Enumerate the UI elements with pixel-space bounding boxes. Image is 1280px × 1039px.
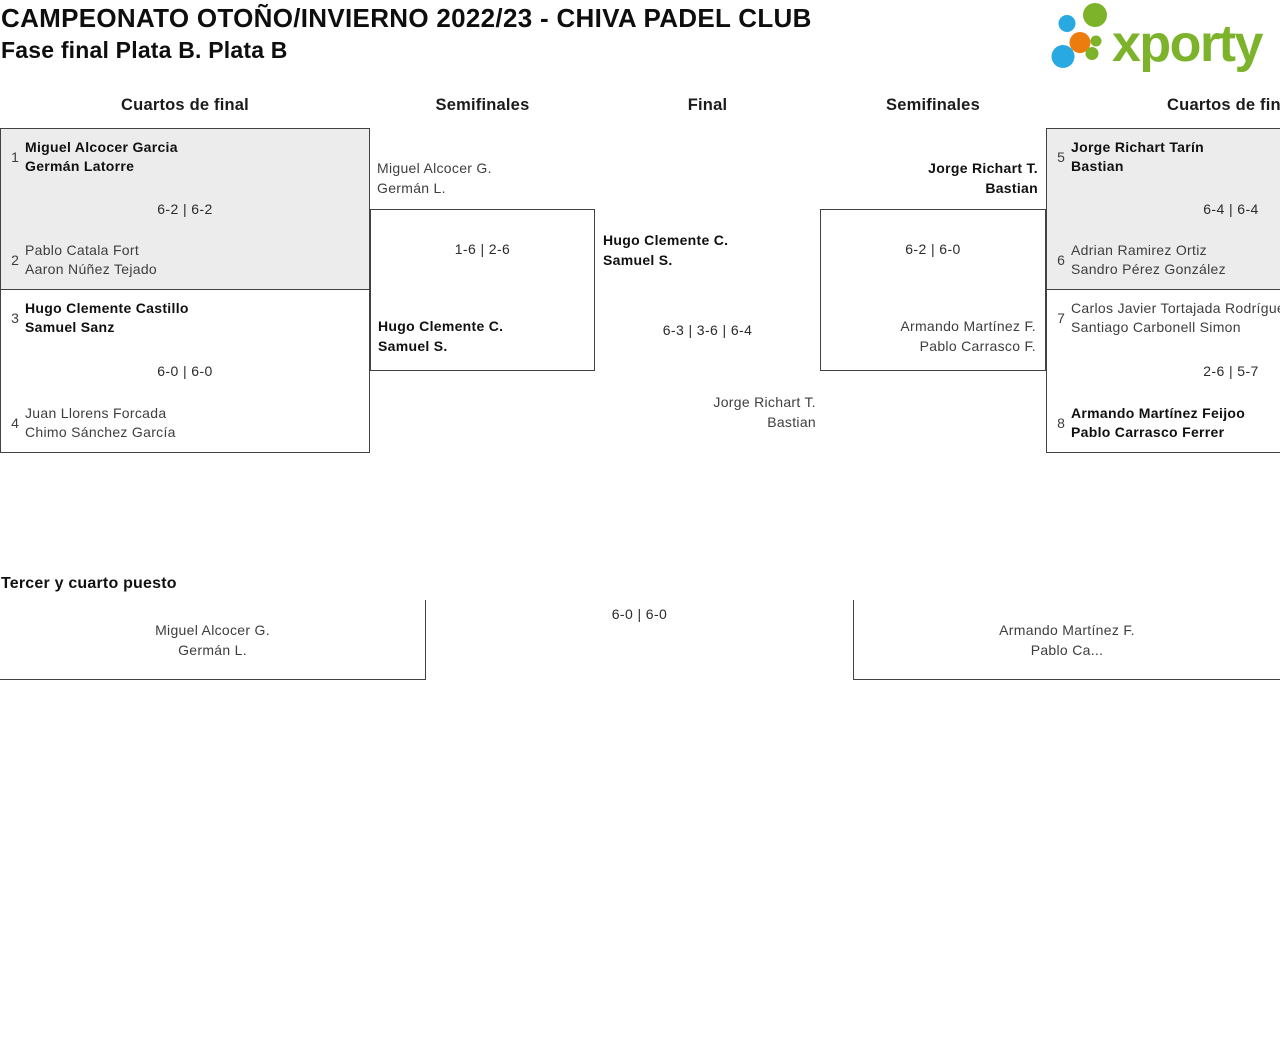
final-score: 6-3 | 3-6 | 6-4 xyxy=(662,322,753,338)
seed-number: 2 xyxy=(11,252,19,268)
seed-number: 4 xyxy=(11,415,19,431)
player-name: Samuel S. xyxy=(603,252,673,268)
seed-number: 5 xyxy=(1057,149,1065,165)
player-name: Santiago Carbonell Simon xyxy=(1071,319,1241,335)
team-row: 8 Armando Martínez Feijoo Pablo Carrasco… xyxy=(1055,404,1280,442)
seed-number: 8 xyxy=(1057,415,1065,431)
final-bottom-team: Jorge Richart T. Bastian xyxy=(595,392,816,432)
player-name: Bastian xyxy=(985,180,1038,196)
team-names: Miguel Alcocer Garcia Germán Latorre xyxy=(25,138,178,176)
round-header-final: Final xyxy=(687,96,728,114)
player-name: Pablo Ca... xyxy=(1030,641,1104,658)
player-name: Hugo Clemente C. xyxy=(378,318,504,334)
player-name: Bastian xyxy=(1071,158,1124,174)
match-sf-right: 6-2 | 6-0 Armando Martínez F. Pablo Carr… xyxy=(820,209,1046,371)
match-score: 6-2 | 6-2 xyxy=(157,200,213,217)
player-name: Germán L. xyxy=(377,180,446,196)
player-name: Hugo Clemente C. xyxy=(603,232,729,248)
player-name: Miguel Alcocer G. xyxy=(377,160,492,176)
match-score: 2-6 | 5-7 xyxy=(1203,362,1259,379)
logo-dot-orange xyxy=(1069,32,1091,53)
team-names: Jorge Richart Tarín Bastian xyxy=(1071,138,1204,176)
match-score: 6-2 | 6-0 xyxy=(905,241,961,257)
logo-dot-green-small xyxy=(1090,35,1102,47)
player-name: Carlos Javier Tortajada Rodríguez xyxy=(1071,300,1280,316)
player-name: Hugo Clemente Castillo xyxy=(25,300,189,316)
team-names: Pablo Catala Fort Aaron Núñez Tejado xyxy=(25,241,157,279)
player-name: Miguel Alcocer Garcia xyxy=(25,139,178,155)
match-qf-left-2: 3 Hugo Clemente Castillo Samuel Sanz 6-0… xyxy=(0,289,370,453)
team-row: 7 Carlos Javier Tortajada Rodríguez Sant… xyxy=(1055,299,1280,337)
sf-right-bottom-team: Armando Martínez F. Pablo Carrasco F. xyxy=(900,316,1036,356)
seed-number: 3 xyxy=(11,310,19,326)
player-name: Aaron Núñez Tejado xyxy=(25,261,158,277)
player-name: Armando Martínez F. xyxy=(999,621,1135,638)
logo-dot-blue-small xyxy=(1058,15,1076,32)
team-names: Adrian Ramirez Ortiz Sandro Pérez Gonzál… xyxy=(1071,241,1226,279)
page-title: CAMPEONATO OTOÑO/INVIERNO 2022/23 - CHIV… xyxy=(1,3,812,33)
sf-left-bottom-team: Hugo Clemente C. Samuel S. xyxy=(378,316,503,356)
match-sf-left: 1-6 | 2-6 Hugo Clemente C. Samuel S. xyxy=(370,209,595,371)
seed-number: 1 xyxy=(11,149,19,165)
seed-number: 6 xyxy=(1057,252,1065,268)
logo-dot-green-bottom xyxy=(1085,47,1099,60)
round-header-semifinals-right: Semifinales xyxy=(886,96,980,114)
player-name: Jorge Richart T. xyxy=(713,394,816,410)
player-name: Sandro Pérez González xyxy=(1071,261,1226,277)
sf-left-top-team: Miguel Alcocer G. Germán L. xyxy=(377,158,492,198)
team-names: Miguel Alcocer G. Germán L. xyxy=(155,620,270,660)
third-place-heading: Tercer y cuarto puesto xyxy=(1,575,177,592)
player-name: Bastian xyxy=(767,414,816,430)
player-name: Pablo Catala Fort xyxy=(25,242,140,258)
team-row: 4 Juan Llorens Forcada Chimo Sánchez Gar… xyxy=(9,404,361,442)
player-name: Adrian Ramirez Ortiz xyxy=(1071,242,1207,258)
logo-dot-blue-large xyxy=(1051,45,1075,68)
team-row: 3 Hugo Clemente Castillo Samuel Sanz xyxy=(9,299,361,337)
third-place-left-team-box: Miguel Alcocer G. Germán L. xyxy=(0,600,426,680)
sf-right-top-team: Jorge Richart T. Bastian xyxy=(820,158,1038,198)
team-names: Juan Llorens Forcada Chimo Sánchez Garcí… xyxy=(25,404,176,442)
third-place-score: 6-0 | 6-0 xyxy=(611,606,668,622)
match-score: 6-0 | 6-0 xyxy=(157,362,213,379)
match-score: 6-4 | 6-4 xyxy=(1203,200,1259,217)
match-qf-right-1: 5 Jorge Richart Tarín Bastian 6-4 | 6-4 … xyxy=(1046,128,1280,290)
player-name: Juan Llorens Forcada xyxy=(25,405,167,421)
player-name: Pablo Carrasco F. xyxy=(919,338,1036,354)
match-qf-left-1: 1 Miguel Alcocer Garcia Germán Latorre 6… xyxy=(0,128,370,290)
logo-dot-green-large xyxy=(1083,3,1107,27)
page-subtitle: Fase final Plata B. Plata B xyxy=(1,37,288,63)
player-name: Samuel Sanz xyxy=(25,319,115,335)
team-row: 5 Jorge Richart Tarín Bastian xyxy=(1055,138,1280,176)
team-names: Carlos Javier Tortajada Rodríguez Santia… xyxy=(1071,299,1280,337)
team-row: 2 Pablo Catala Fort Aaron Núñez Tejado xyxy=(9,241,361,279)
logo-wordmark: xporty xyxy=(1112,15,1264,73)
seed-number: 7 xyxy=(1057,310,1065,326)
player-name: Miguel Alcocer G. xyxy=(155,621,270,638)
match-qf-right-2: 7 Carlos Javier Tortajada Rodríguez Sant… xyxy=(1046,289,1280,453)
team-names: Armando Martínez Feijoo Pablo Carrasco F… xyxy=(1071,404,1245,442)
player-name: Germán L. xyxy=(178,641,247,658)
player-name: Armando Martínez F. xyxy=(900,318,1036,334)
player-name: Armando Martínez Feijoo xyxy=(1071,405,1246,421)
player-name: Samuel S. xyxy=(378,338,448,354)
player-name: Chimo Sánchez García xyxy=(25,424,176,440)
round-header-quarterfinals-right: Cuartos de final xyxy=(1167,96,1280,114)
team-row: 6 Adrian Ramirez Ortiz Sandro Pérez Gonz… xyxy=(1055,241,1280,279)
round-header-semifinals-left: Semifinales xyxy=(435,96,530,114)
player-name: Germán Latorre xyxy=(25,158,135,174)
team-row: 1 Miguel Alcocer Garcia Germán Latorre xyxy=(9,138,361,176)
player-name: Jorge Richart T. xyxy=(928,160,1038,176)
match-score: 1-6 | 2-6 xyxy=(454,241,511,257)
player-name: Jorge Richart Tarín xyxy=(1071,139,1205,155)
team-names: Hugo Clemente Castillo Samuel Sanz xyxy=(25,299,189,337)
final-top-team: Hugo Clemente C. Samuel S. xyxy=(603,230,728,270)
team-names: Armando Martínez F. Pablo Ca... xyxy=(999,620,1135,660)
third-place-right-team-box: Armando Martínez F. Pablo Ca... xyxy=(853,600,1280,680)
xporty-logo[interactable]: xporty xyxy=(1040,0,1280,80)
player-name: Pablo Carrasco Ferrer xyxy=(1071,424,1225,440)
round-header-quarterfinals-left: Cuartos de final xyxy=(121,96,249,114)
